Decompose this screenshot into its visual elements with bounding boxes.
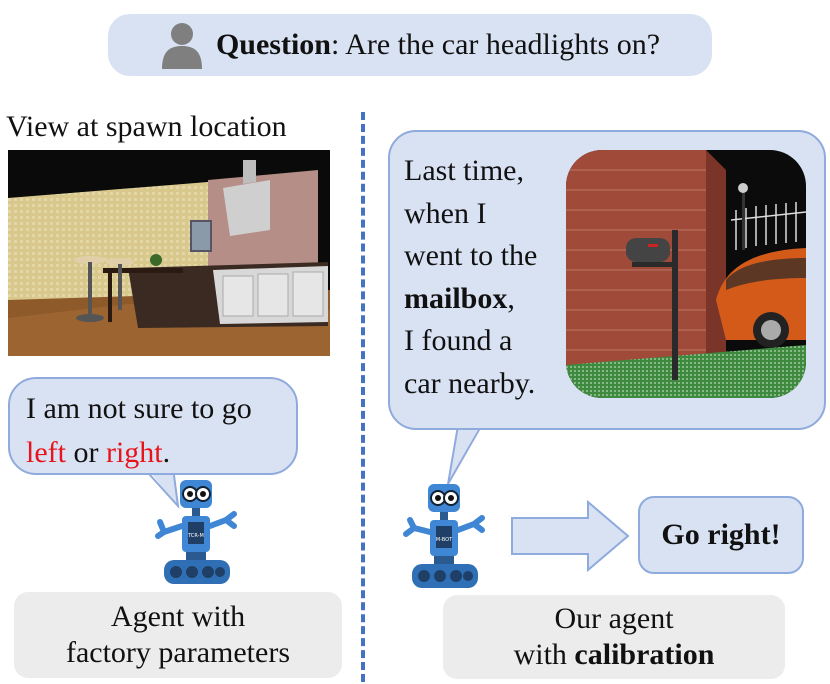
memory-view-image (566, 150, 806, 398)
spawn-view-label: View at spawn location (6, 110, 287, 143)
memory-line2: when I (404, 196, 487, 230)
memory-line5: I found a (404, 324, 513, 357)
caption-right-line1: Our agent (554, 602, 674, 635)
robot-right: M-BOT (403, 484, 485, 588)
memory-line6: car nearby. (404, 366, 536, 400)
robot-right-badge: M-BOT (436, 537, 453, 543)
dashed-divider (361, 112, 365, 682)
caption-right-prefix: with (513, 638, 575, 671)
caption-left-line2: factory parameters (65, 636, 291, 669)
robot-left-badge: TCR-M (187, 533, 204, 539)
question-body: : Are the car headlights on? (330, 28, 661, 61)
word-left: left (26, 436, 66, 469)
robot-left: TCR-M (155, 480, 237, 584)
memory-line1: Last time, (404, 154, 524, 187)
memory-line4-rest: , (507, 281, 515, 315)
user-icon (160, 21, 204, 69)
period: . (162, 436, 171, 469)
right-arrow-icon (511, 500, 630, 572)
question-label: Question (215, 28, 331, 61)
question-text: Question: Are the car headlights on? (216, 28, 660, 62)
left-bubble-line2: left or right. (26, 431, 284, 475)
memory-line4: mailbox, (404, 278, 537, 321)
word-right: right (105, 436, 163, 469)
caption-right: Our agent with calibration (443, 595, 785, 679)
caption-left-line1: Agent with (110, 600, 246, 633)
memory-text: Last time, when I went to the mailbox, I… (404, 150, 537, 405)
left-bubble-line1: I am not sure to go (26, 392, 252, 425)
left-speech-bubble: I am not sure to go left or right. (8, 377, 298, 475)
caption-left: Agent with factory parameters (14, 592, 342, 678)
question-banner: Question: Are the car headlights on? (108, 14, 712, 76)
spawn-view-image (8, 150, 330, 356)
caption-right-line2: with calibration (443, 637, 785, 673)
word-or: or (65, 436, 106, 469)
mailbox-word: mailbox (404, 281, 508, 315)
memory-line3: went to the (404, 239, 538, 272)
calibration-word: calibration (574, 638, 715, 671)
action-box: Go right! (638, 496, 804, 574)
